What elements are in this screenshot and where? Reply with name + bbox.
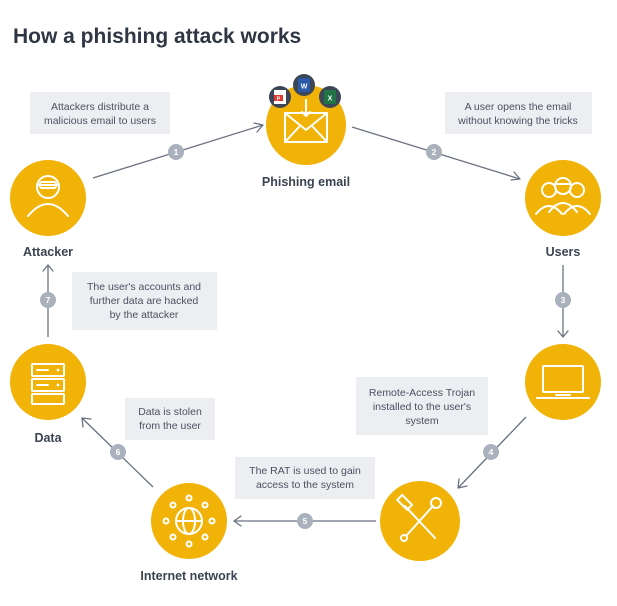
step-number: 5	[303, 516, 308, 526]
arrowhead-step-5	[233, 515, 242, 527]
svg-text:without knowing the tricks: without knowing the tricks	[457, 115, 578, 127]
arrowhead-step-2	[510, 171, 521, 181]
callout-rat-access: The RAT is used to gain access to the sy…	[235, 457, 375, 499]
callout-rat-installed: Remote-Access Trojan installed to the us…	[356, 377, 488, 435]
step-number: 2	[432, 147, 437, 157]
step-badge-3: 3	[555, 292, 571, 308]
node-label: Users	[546, 245, 581, 259]
svg-text:The RAT is used to gain: The RAT is used to gain	[249, 465, 361, 477]
excel-file-icon: X	[319, 86, 341, 108]
svg-text:malicious email to users: malicious email to users	[44, 115, 156, 127]
node-label: Attacker	[23, 245, 73, 259]
envelope-icon	[284, 99, 328, 143]
svg-text:from the user: from the user	[139, 420, 201, 432]
step-badge-2: 2	[426, 144, 442, 160]
node-phishing-email: P W X Phishing email	[262, 74, 350, 189]
callout-data-stolen: Data is stolen from the user	[125, 398, 215, 440]
svg-text:The user's accounts and: The user's accounts and	[87, 281, 201, 293]
node-label: Phishing email	[262, 175, 350, 189]
svg-text:by the attacker: by the attacker	[110, 309, 179, 321]
node-internet-network: Internet network	[140, 483, 238, 583]
node-tools	[380, 481, 460, 561]
node-users: Users	[525, 160, 601, 259]
node-attacker: Attacker	[10, 160, 86, 259]
step-badge-4: 4	[483, 444, 499, 460]
laptop-icon	[536, 365, 590, 399]
step-badge-1: 1	[168, 144, 184, 160]
svg-text:access to the system: access to the system	[256, 479, 354, 491]
svg-text:further data are hacked: further data are hacked	[90, 295, 199, 307]
svg-text:Data is stolen: Data is stolen	[138, 406, 202, 418]
svg-text:installed to the user's: installed to the user's	[373, 401, 471, 413]
svg-text:system: system	[405, 415, 439, 427]
svg-text:P: P	[277, 97, 281, 103]
arrowhead-step-3	[557, 330, 569, 338]
page-title: How a phishing attack works	[13, 25, 301, 48]
step-number: 4	[489, 447, 494, 457]
server-icon	[31, 363, 65, 405]
step-badge-6: 6	[110, 444, 126, 460]
step-number: 1	[174, 147, 179, 157]
svg-text:Attackers distribute a: Attackers distribute a	[51, 101, 149, 113]
hammer-wrench-icon	[396, 493, 442, 542]
arrowhead-step-4	[457, 478, 468, 489]
svg-text:X: X	[328, 96, 333, 103]
globe-network-icon	[162, 494, 216, 548]
node-label: Internet network	[140, 569, 237, 583]
node-laptop	[525, 344, 601, 420]
callout-accounts-hacked: The user's accounts and further data are…	[72, 272, 217, 330]
arrowhead-step-7	[42, 264, 54, 272]
step-number: 3	[561, 295, 566, 305]
svg-text:A user opens the email: A user opens the email	[465, 101, 572, 113]
step-number: 7	[46, 295, 51, 305]
pdf-file-icon: P	[269, 86, 291, 108]
step-badge-5: 5	[297, 513, 313, 529]
hacker-icon	[27, 175, 69, 217]
step-number: 6	[116, 447, 121, 457]
arrowhead-step-6	[81, 417, 92, 428]
step-badge-7: 7	[40, 292, 56, 308]
arrowhead-step-1	[253, 122, 264, 133]
node-label: Data	[34, 431, 62, 445]
callout-user-opens-email: A user opens the email without knowing t…	[445, 92, 592, 134]
word-file-icon: W	[293, 74, 315, 96]
svg-text:Remote-Access Trojan: Remote-Access Trojan	[369, 387, 475, 399]
node-data: Data	[10, 344, 86, 445]
callout-attackers-distribute: Attackers distribute a malicious email t…	[30, 92, 170, 134]
svg-text:W: W	[301, 84, 308, 91]
users-group-icon	[535, 177, 591, 215]
